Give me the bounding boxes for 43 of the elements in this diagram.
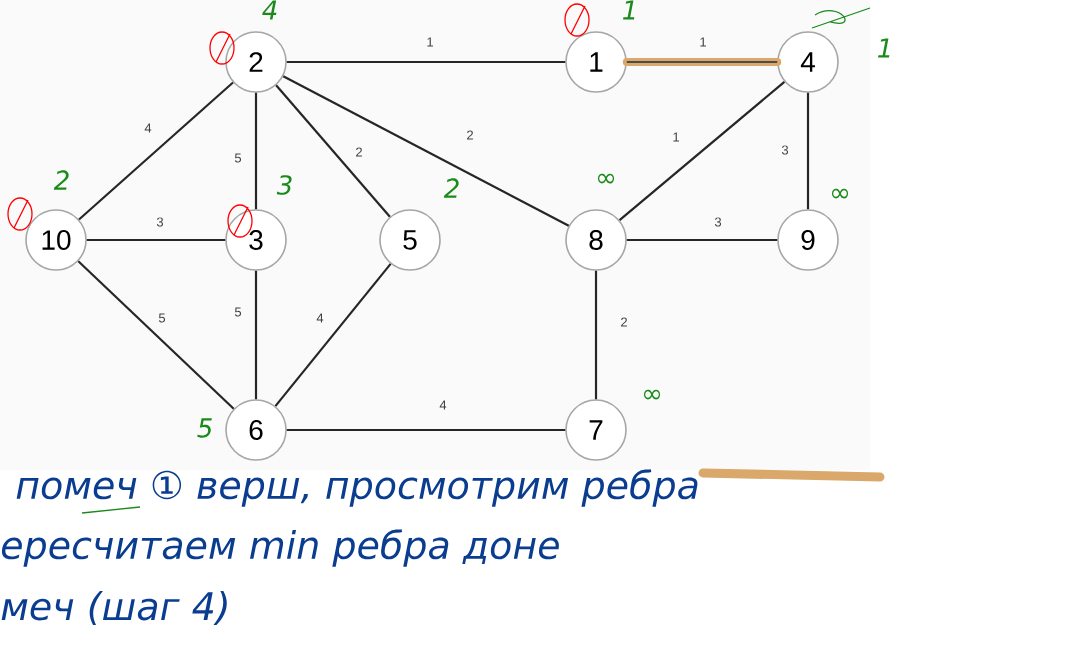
handwritten-note: меч (шаг 4) (1, 591, 227, 625)
edge-weight: 1 (698, 36, 708, 48)
edge-weight: 2 (354, 146, 364, 158)
node-annotation: 4 (262, 0, 277, 20)
edge-weight: 5 (157, 312, 167, 324)
edge-line (622, 58, 782, 66)
edge-weight: 1 (425, 36, 435, 48)
edge-weight: 4 (315, 312, 325, 324)
edge-weight: 3 (713, 216, 723, 228)
edge-line (286, 428, 566, 432)
handwritten-note: помеч ① верш, просмотрим ребра (16, 469, 698, 507)
node-annotation: ∞ (597, 173, 615, 184)
node-annotation: 2 (53, 170, 69, 190)
edge-weight: 2 (465, 129, 475, 141)
edge-line (286, 60, 566, 64)
edge-line (275, 84, 391, 218)
node-annotation: ∞ (831, 188, 849, 199)
edge-weight: 1 (671, 131, 681, 143)
edge-weight: 3 (780, 144, 790, 156)
node-annotation: 2 (443, 178, 459, 198)
edge-weight: 3 (155, 216, 165, 228)
edge-line (86, 238, 226, 242)
node-annotation: ∞ (643, 389, 661, 400)
edge-line (806, 92, 810, 210)
node-annotation: 3 (276, 175, 292, 195)
node-annotation: 1 (878, 38, 890, 58)
edge-weight: 4 (438, 399, 448, 411)
edge-line (254, 270, 258, 400)
edge-line (78, 81, 234, 221)
edge-weight: 5 (233, 152, 243, 164)
edge-line (282, 75, 570, 227)
edge-line (618, 80, 786, 222)
edge-weight: 2 (619, 316, 629, 328)
node-annotation: 5 (197, 418, 212, 438)
handwritten-note: ересчитаем min ребра доне (1, 529, 559, 567)
edge-line (254, 92, 258, 210)
edge-line (274, 263, 392, 407)
edge-line (626, 238, 778, 242)
edge-line (77, 260, 235, 410)
edge-line (594, 270, 598, 400)
edge-weight: 4 (143, 122, 153, 134)
edge-weight: 5 (233, 306, 243, 318)
node-annotation: 1 (623, 0, 635, 20)
